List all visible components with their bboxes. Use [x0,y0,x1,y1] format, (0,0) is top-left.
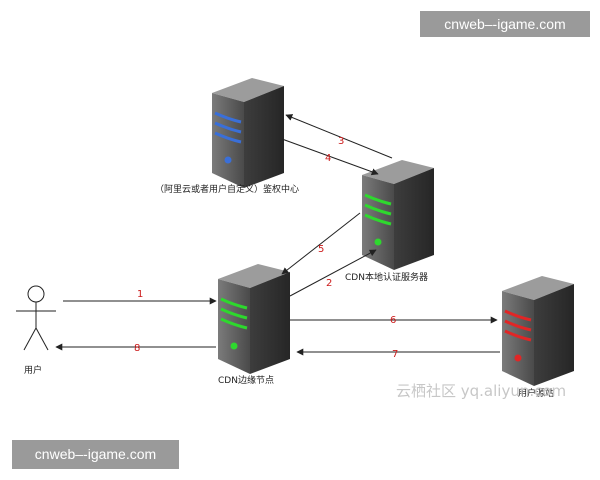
origin-server [502,276,574,386]
step-label-8: 8 [134,343,140,354]
edge-node-server [218,264,290,374]
user-label: 用户 [24,364,42,376]
step-label-1: 1 [137,289,143,300]
user-figure [16,285,56,351]
flow-arrows [55,114,500,356]
blue-lights [214,111,242,144]
arrow-step-3 [285,114,393,159]
step-label-5: 5 [318,244,324,255]
step-label-2: 2 [326,278,332,289]
watermark-bottom: cnweb–-igame.com [12,440,179,469]
watermark-top: cnweb–-igame.com [420,11,590,37]
local-auth-label: CDN本地认证服务器 [345,271,428,283]
arrow-step-2 [289,249,377,297]
arrow-step-4 [281,138,379,176]
step-label-7: 7 [392,349,398,360]
arrow-step-5 [281,212,361,275]
local-auth-server [362,160,434,270]
step-label-4: 4 [325,153,331,164]
origin-label: 用户源站 [518,387,554,399]
step-label-3: 3 [338,136,344,147]
auth-center-label: （阿里云或者用户自定义）鉴权中心 [155,183,299,195]
community-watermark: 云栖社区 yq.aliyun.com [396,382,566,400]
auth-center-server [212,78,284,188]
edge-node-label: CDN边缘节点 [218,374,274,386]
step-label-6: 6 [390,315,396,326]
